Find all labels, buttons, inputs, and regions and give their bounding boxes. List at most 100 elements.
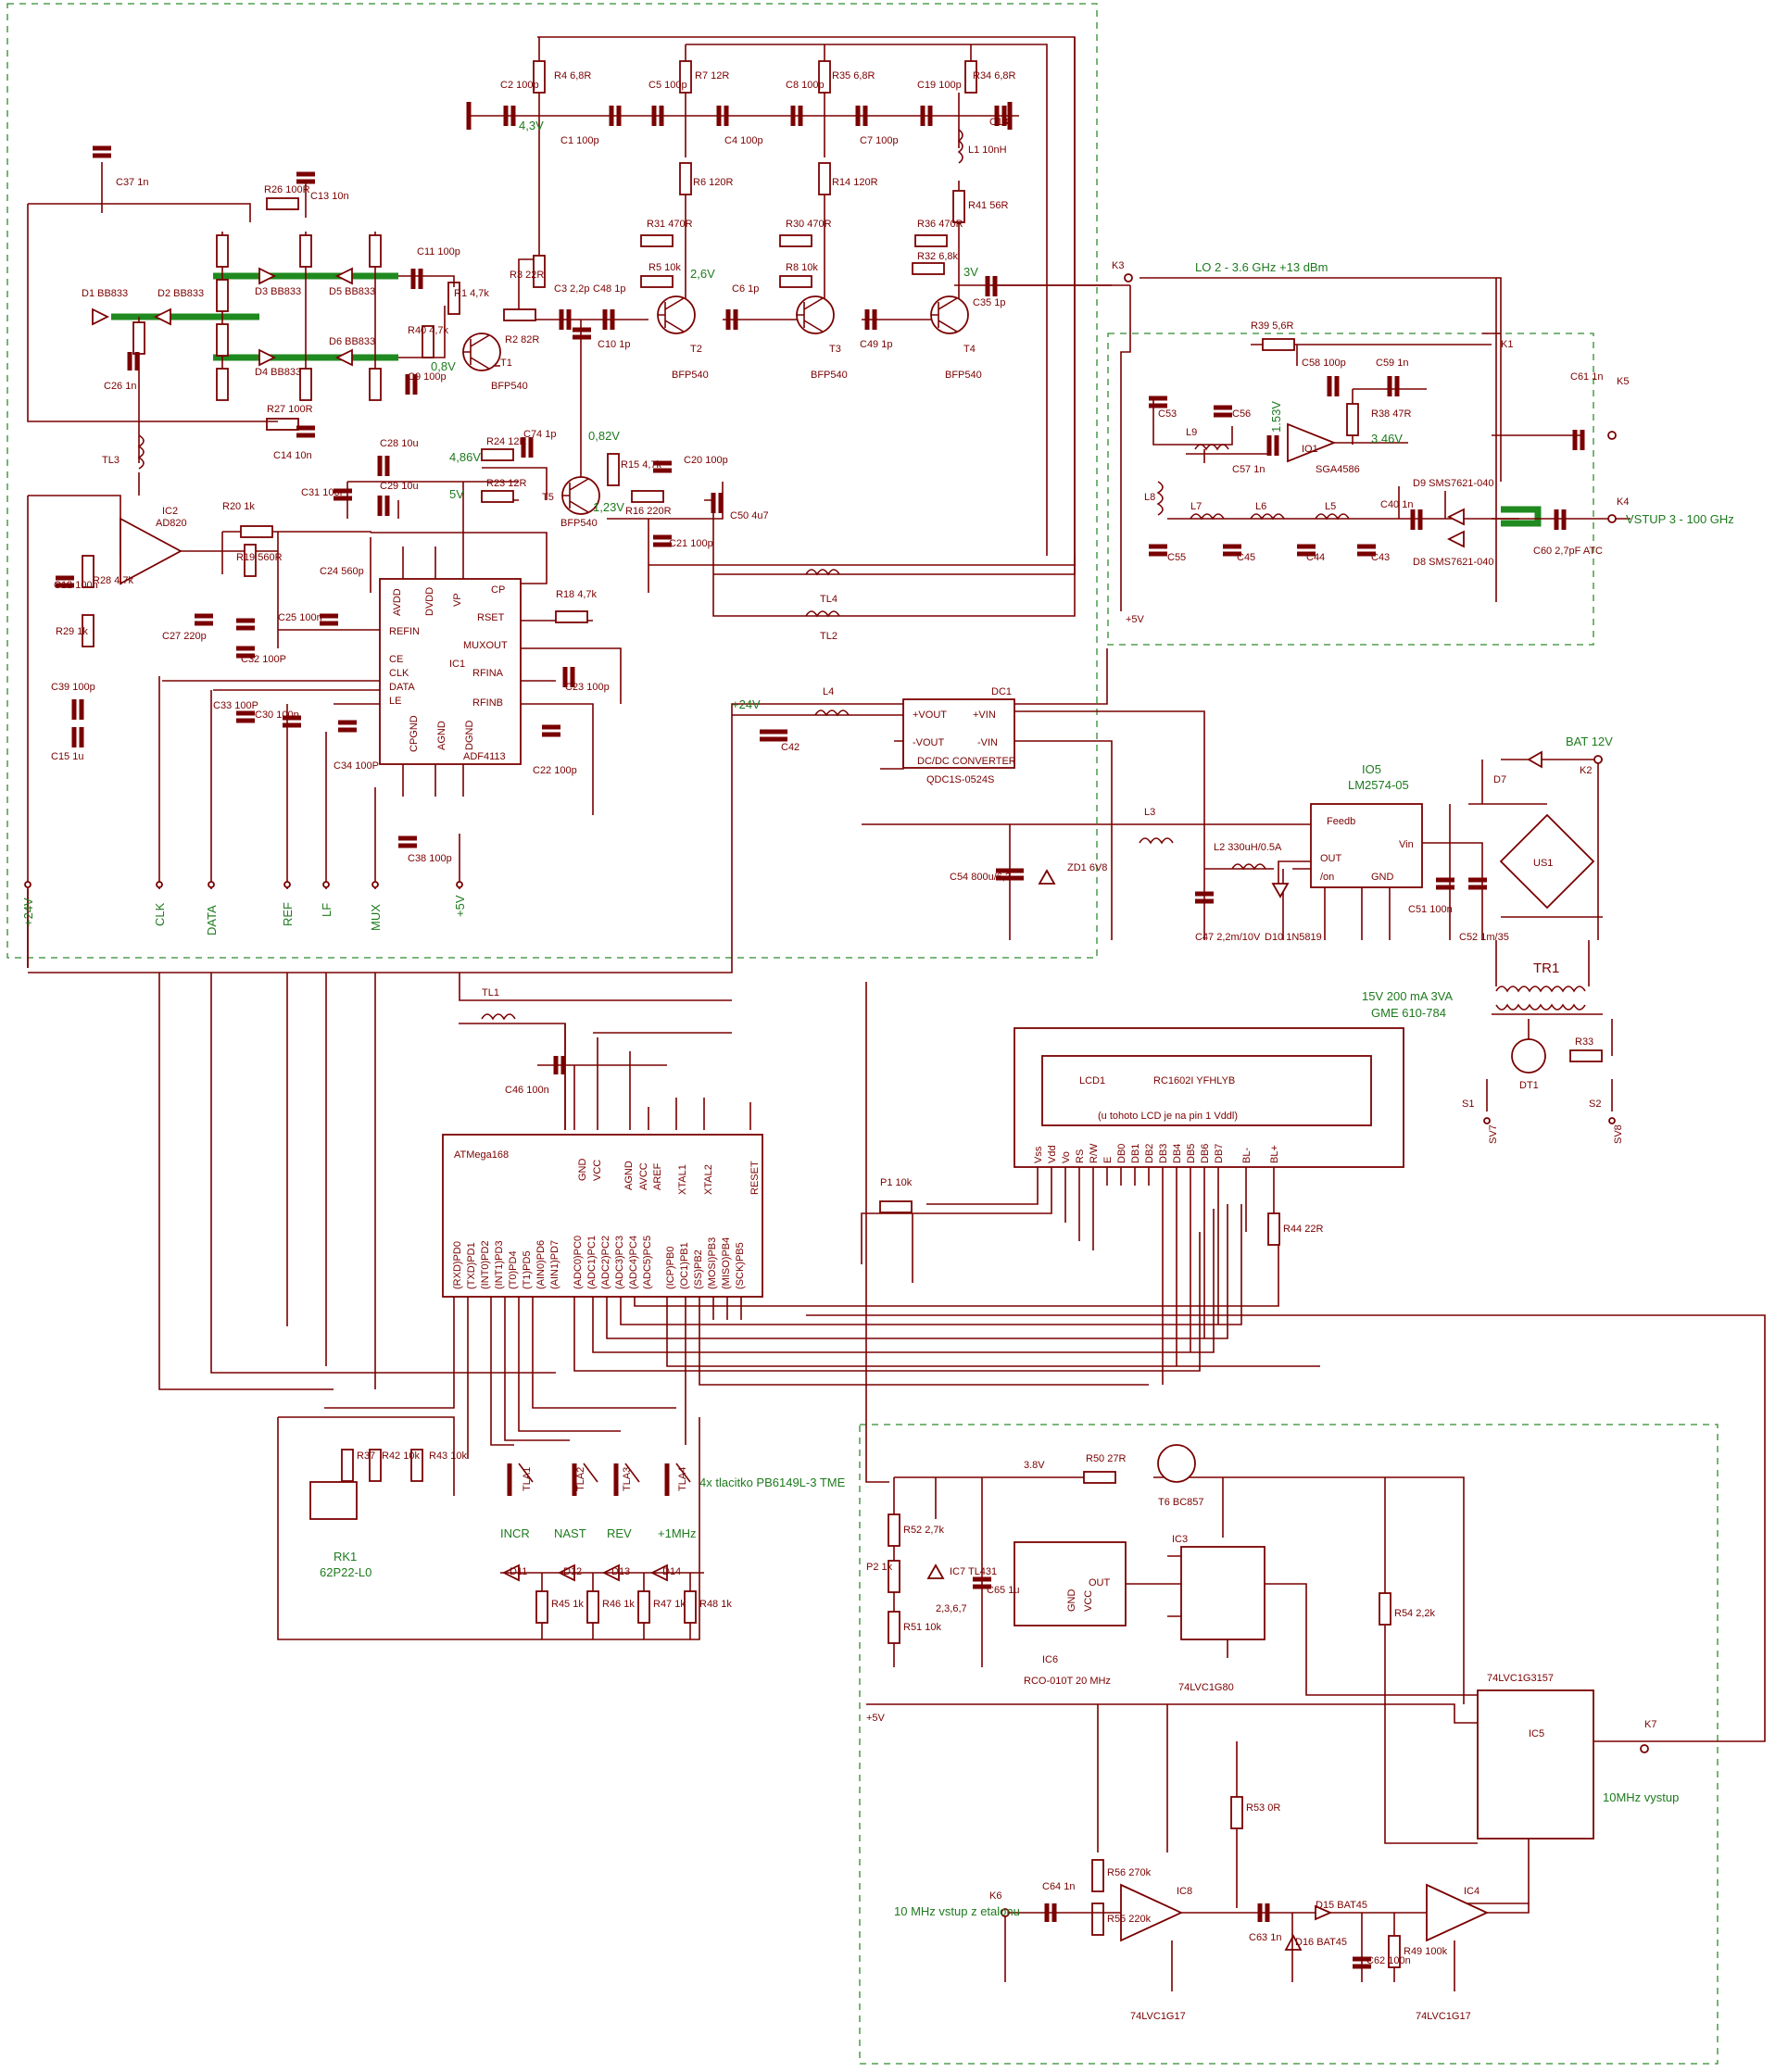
label-r37: R37 — [357, 1450, 375, 1462]
label-r24: R24 12R — [486, 436, 526, 447]
label-zd1: ZD1 6V8 — [1067, 862, 1107, 873]
label-ic1-ce: CE — [389, 654, 403, 665]
svg-text:(ADC4)PC4: (ADC4)PC4 — [628, 1236, 639, 1289]
mcu-atmega168 — [442, 1134, 763, 1298]
label-c15: C15 1u — [51, 751, 83, 762]
rf-chain — [27, 36, 1130, 575]
svg-text:DB4: DB4 — [1172, 1144, 1183, 1163]
dt1 — [1511, 1038, 1546, 1074]
label-c26: C26 1n — [104, 381, 136, 392]
varactor-diodes — [92, 267, 353, 367]
label-ic2: IC2 — [162, 506, 178, 517]
label-r8: R8 10k — [786, 262, 818, 273]
label-tr1-spec: 15V 200 mA 3VA — [1362, 989, 1453, 1003]
label-d7: D7 — [1493, 774, 1506, 785]
label-ic6: IC6 — [1042, 1654, 1058, 1665]
label-r48: R48 1k — [699, 1599, 732, 1610]
label-mixer-5v: +5V — [1126, 614, 1145, 625]
label-r34: R34 6,8R — [973, 70, 1016, 82]
svg-text:(ADC3)PC3: (ADC3)PC3 — [614, 1236, 625, 1289]
label-v38: 3.8V — [1024, 1460, 1045, 1471]
label-t4-part: BFP540 — [945, 370, 982, 381]
label-tla1: TLA1 — [522, 1467, 533, 1491]
label-d12: D12 — [563, 1566, 582, 1577]
label-c5: C5 100p — [648, 80, 687, 91]
label-sv8: SV8 — [1613, 1124, 1624, 1144]
mixer-capacitors — [1149, 376, 1585, 557]
label-c8: C8 100p — [786, 80, 825, 91]
label-io5-on: /on — [1320, 872, 1334, 883]
label-c35: C35 1p — [973, 297, 1005, 308]
label-l6: L6 — [1255, 501, 1266, 512]
label-dc1-pin1: +VOUT — [913, 710, 947, 721]
label-c49: C49 1p — [860, 339, 892, 350]
svg-text:BL-: BL- — [1241, 1148, 1253, 1163]
svg-text:(AIN0)PD6: (AIN0)PD6 — [535, 1240, 547, 1289]
label-c65: C65 1u — [987, 1585, 1019, 1596]
label-lo-output: LO 2 - 3.6 GHz +13 dBm — [1195, 260, 1328, 274]
pll-section — [27, 37, 1076, 968]
label-c14: C14 10n — [273, 450, 312, 461]
label-tr1-part: GME 610-784 — [1371, 1006, 1446, 1020]
label-tl4: TL4 — [820, 594, 837, 605]
label-r47: R47 1k — [653, 1599, 686, 1610]
label-l8: L8 — [1144, 492, 1155, 503]
label-c31: C31 100P — [301, 487, 346, 498]
svg-text:(MOSI)PB3: (MOSI)PB3 — [707, 1237, 718, 1289]
label-dt1: DT1 — [1519, 1080, 1539, 1091]
label-r1: R1 4,7k — [454, 288, 489, 299]
svg-text:(ADC2)PC2: (ADC2)PC2 — [600, 1236, 611, 1289]
label-c23: C23 100p — [565, 682, 610, 693]
label-ic3-part: 74LVC1G80 — [1178, 1682, 1234, 1693]
label-r44: R44 22R — [1283, 1224, 1323, 1235]
net-5v: +5V — [453, 895, 467, 917]
label-v-08: 0,8V — [431, 359, 456, 373]
label-t1-part: BFP540 — [491, 381, 528, 392]
label-k5: K5 — [1617, 376, 1629, 387]
label-ic6-out: OUT — [1089, 1577, 1111, 1589]
label-k3: K3 — [1112, 260, 1124, 271]
label-ic5-part: 74LVC1G3157 — [1487, 1673, 1554, 1684]
label-c18: C18 — [989, 117, 1008, 128]
label-dc1: DC1 — [991, 686, 1012, 697]
transistor-t3 — [796, 295, 835, 334]
rf-resistors — [266, 60, 977, 431]
label-l1: L1 10nH — [968, 144, 1007, 156]
label-ic1-avdd: AVDD — [392, 588, 403, 616]
svg-text:(ADC1)PC1: (ADC1)PC1 — [586, 1236, 598, 1289]
mcu-pin-xtal2: XTAL2 — [703, 1164, 714, 1195]
connector-pins — [24, 648, 1108, 1390]
label-c13: C13 10n — [310, 191, 349, 202]
label-ic1-le: LE — [389, 696, 401, 707]
label-c24: C24 560p — [320, 566, 364, 577]
label-t1: T1 — [500, 358, 512, 369]
label-mixer-input: VSTUP 3 - 100 GHz — [1626, 512, 1734, 526]
label-v-346: 3.46V — [1371, 432, 1403, 446]
label-r4: R4 6,8R — [554, 70, 591, 82]
lcd-pin-labels: Vss Vdd Vo RS R/W E DB0 DB1 DB2 DB3 DB4 … — [1033, 1143, 1280, 1163]
label-tl3: TL3 — [102, 455, 120, 466]
label-l5: L5 — [1325, 501, 1336, 512]
transistor-t1 — [462, 333, 501, 371]
label-ic7-pins: 2,3,6,7 — [936, 1603, 967, 1614]
mixer-frame — [1107, 333, 1594, 646]
label-tr1: TR1 — [1533, 961, 1559, 976]
label-v-5: 5V — [449, 487, 464, 501]
label-d1: D1 BB833 — [82, 288, 128, 299]
amp-io1 — [1287, 422, 1337, 463]
svg-text:DB3: DB3 — [1158, 1144, 1169, 1163]
ic8-schmitt — [1120, 1883, 1184, 1942]
label-c30: C30 100p — [255, 710, 299, 721]
mixer-bus — [1501, 506, 1542, 527]
label-r32: R32 6,8k — [917, 251, 959, 262]
svg-text:RS: RS — [1075, 1149, 1086, 1163]
label-d11: D11 — [510, 1566, 527, 1577]
label-dc1-pin3: +VIN — [973, 710, 996, 721]
mcu-pin-avcc: AVCC — [638, 1162, 649, 1190]
mixer-inductors — [1156, 444, 1350, 521]
label-ic7: IC7 TL431 — [950, 1566, 997, 1577]
label-r53: R53 0R — [1246, 1802, 1280, 1814]
label-d15: D15 BAT45 — [1316, 1900, 1367, 1911]
mixer-section — [1120, 273, 1631, 611]
label-ic1-rfina: RFINA — [472, 668, 504, 679]
